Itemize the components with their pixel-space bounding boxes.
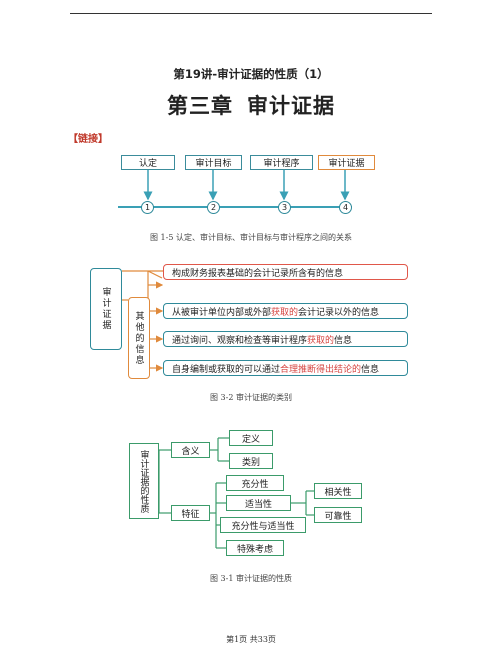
node-category: 类别 [229,453,273,469]
chapter-number: 第三章 [167,94,233,118]
page-footer: 第1页 共33页 [226,635,276,644]
step-number-1: 1 [141,201,154,214]
flow-box-audit-evidence: 审计证据 [318,155,375,170]
step-number-4: 4 [339,201,352,214]
other-info-node: 其他的信息 [128,297,150,379]
evidence-type-2-text: 从被审计单位内部或外部 [172,307,272,318]
evidence-type-3-tail: 信息 [334,335,353,346]
header-rule [70,13,432,14]
figure3-caption: 图 3-1 审计证据的性质 [210,574,292,583]
evidence-type-4-highlight: 合理推断得出结论的 [280,364,362,375]
evidence-type-3: 通过询问、观察和检查等审计程序获取的信息 [163,331,408,347]
evidence-type-4-text: 自身编制或获取的可以通过 [172,364,281,375]
chapter-name: 审计证据 [247,94,335,118]
evidence-type-2-highlight: 获取的 [271,307,299,318]
node-meaning: 含义 [171,442,210,458]
evidence-type-1: 构成财务报表基础的会计记录所含有的信息 [163,264,408,280]
evidence-type-3-text: 通过询问、观察和检查等审计程序 [172,335,308,346]
node-appropriateness: 适当性 [226,495,291,511]
evidence-type-2-tail: 会计记录以外的信息 [298,307,380,318]
nature-root: 审计证据的性质 [129,443,159,519]
evidence-type-3-highlight: 获取的 [307,335,335,346]
evidence-type-4: 自身编制或获取的可以通过合理推断得出结论的信息 [163,360,408,376]
figure1-caption: 图 1-5 认定、审计目标、审计目标与审计程序之间的关系 [150,233,352,242]
link-label: 【链接】 [68,134,108,145]
chapter-title: 第三章审计证据 [0,90,502,120]
nature-root-label: 审计证据的性质 [138,449,149,513]
node-reliability: 可靠性 [314,507,362,523]
step-number-2: 2 [207,201,220,214]
evidence-type-1-text: 构成财务报表基础的会计记录所含有的信息 [172,268,344,279]
node-feature: 特征 [171,505,210,521]
node-special-considerations: 特殊考虑 [226,540,284,556]
figure2-caption: 图 3-2 审计证据的类别 [210,393,292,402]
evidence-type-2: 从被审计单位内部或外部获取的会计记录以外的信息 [163,303,408,319]
category-root-label: 审计证据 [100,287,111,331]
node-definition: 定义 [229,430,273,446]
node-relevance: 相关性 [314,483,362,499]
flow-box-assertion: 认定 [121,155,175,170]
lecture-title: 第19讲-审计证据的性质（1） [173,67,329,81]
flow-box-audit-objective: 审计目标 [185,155,242,170]
step-number-3: 3 [278,201,291,214]
evidence-type-4-tail: 信息 [361,364,380,375]
category-root: 审计证据 [90,268,122,350]
node-sufficiency-and-appropriateness: 充分性与适当性 [220,517,306,533]
node-sufficiency: 充分性 [226,475,284,491]
other-info-label: 其他的信息 [133,310,144,366]
flow-box-audit-procedure: 审计程序 [250,155,313,170]
